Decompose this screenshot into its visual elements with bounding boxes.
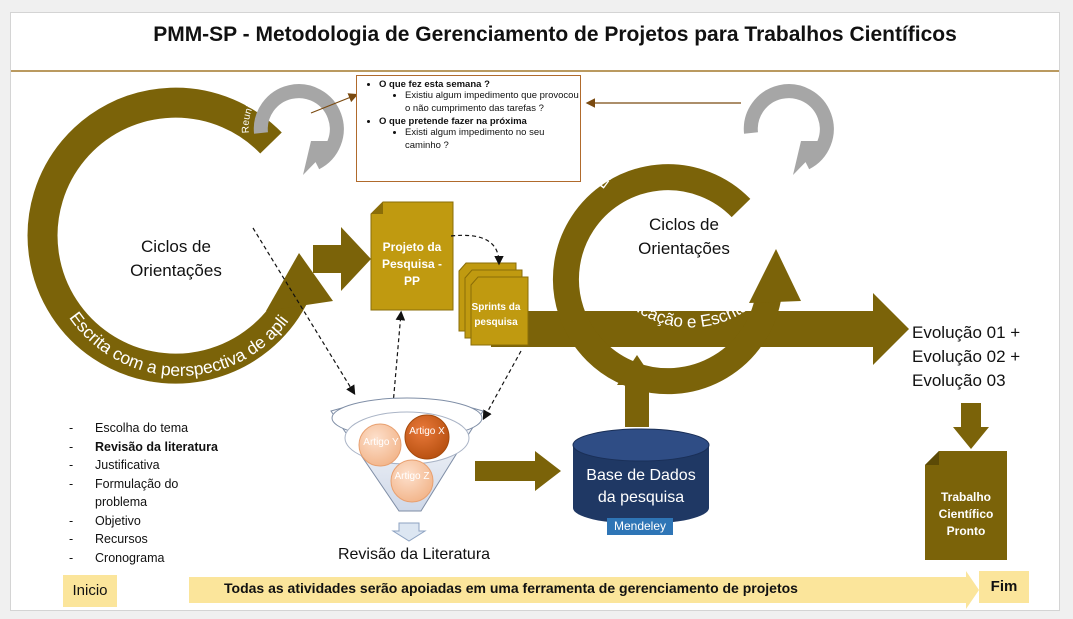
left-cycle-center: Ciclos de Orientações: [111, 235, 241, 283]
article-y: Artigo Y: [363, 437, 399, 448]
diagram-canvas: CONCEPÇÃO DA PESQUISA Escrita com a pers…: [11, 13, 1059, 609]
article-x: Artigo X: [409, 426, 445, 437]
question-1-sub: Existiu algum impedimento que provocou o…: [405, 90, 580, 115]
timeline-arrow: [189, 571, 979, 609]
task-item: -Recursos: [69, 532, 148, 546]
dashed-arrow-cycle-to-funnel: [252, 227, 356, 396]
evolutions: Evolução 01 + Evolução 02 + Evolução 03: [912, 321, 1020, 393]
right-cycle-center: Ciclos de Orientações: [619, 213, 749, 261]
task-item: -Cronograma: [69, 550, 165, 565]
right-cycle-center-line2: Orientações: [638, 239, 730, 258]
final-document-label: Trabalho Científico Pronto: [938, 490, 994, 538]
task-item: -Objetivo: [69, 513, 141, 528]
dashed-arrow-sprints-to-funnel: [482, 350, 522, 421]
sprints-label: Sprints da pesquisa: [471, 302, 521, 328]
final-document: [925, 451, 1007, 560]
task-item: -Escolha do tema: [69, 421, 189, 435]
dashed-arrow-funnel-to-project: [392, 310, 406, 406]
timeline-start: Inicio: [63, 575, 117, 607]
meeting-arrow-left: [310, 93, 359, 114]
project-document-label: Projeto da Pesquisa - PP: [381, 240, 443, 288]
page-title: PMM-SP - Metodologia de Gerenciamento de…: [153, 23, 957, 46]
task-item: -Justificativa: [69, 458, 160, 472]
dashed-arrow-project-to-sprints: [450, 234, 504, 266]
left-cycle-center-line2: Orientações: [130, 261, 222, 280]
timeline-text: Todas as atividades serão apoiadas em um…: [224, 580, 798, 596]
article-z: Artigo Z: [394, 471, 430, 482]
right-cycle-center-line1: Ciclos de: [649, 215, 719, 234]
mendeley-badge: Mendeley: [607, 518, 673, 535]
weekly-questions-box: O que fez esta semana ? Existiu algum im…: [356, 75, 581, 182]
task-item: -Revisão da literatura: [69, 439, 218, 454]
tasks-list: -Escolha do tema -Revisão da literatura …: [69, 419, 239, 567]
evolution-3: Evolução 03: [912, 371, 1006, 390]
question-2-sub: Existi algum impedimento no seu caminho …: [405, 127, 580, 152]
question-1: O que fez esta semana ? Existiu algum im…: [379, 79, 580, 115]
left-cycle-center-line1: Ciclos de: [141, 237, 211, 256]
question-2: O que pretende fazer na próxima Existi a…: [379, 116, 580, 152]
slide: CONCEPÇÃO DA PESQUISA Escrita com a pers…: [10, 12, 1060, 611]
project-document: [370, 201, 454, 311]
database-label: Base de Dados da pesquisa: [586, 467, 696, 506]
sprints-documents: [458, 262, 529, 346]
evolution-1: Evolução 01 +: [912, 323, 1021, 342]
arrow-to-project: [313, 227, 371, 291]
arrow-funnel-to-database: [475, 451, 561, 491]
research-database: [572, 428, 710, 524]
task-item: -Formulação do problema: [69, 476, 179, 510]
left-cycle: CONCEPÇÃO DA PESQUISA Escrita com a pers…: [11, 13, 333, 384]
evolution-2: Evolução 02 +: [912, 347, 1021, 366]
funnel-label: Revisão da Literatura: [337, 546, 491, 563]
timeline-end: Fim: [979, 571, 1029, 603]
arrow-database-to-bar: [617, 355, 657, 427]
arrow-to-final-document: [953, 403, 989, 449]
literature-funnel: [330, 397, 484, 542]
